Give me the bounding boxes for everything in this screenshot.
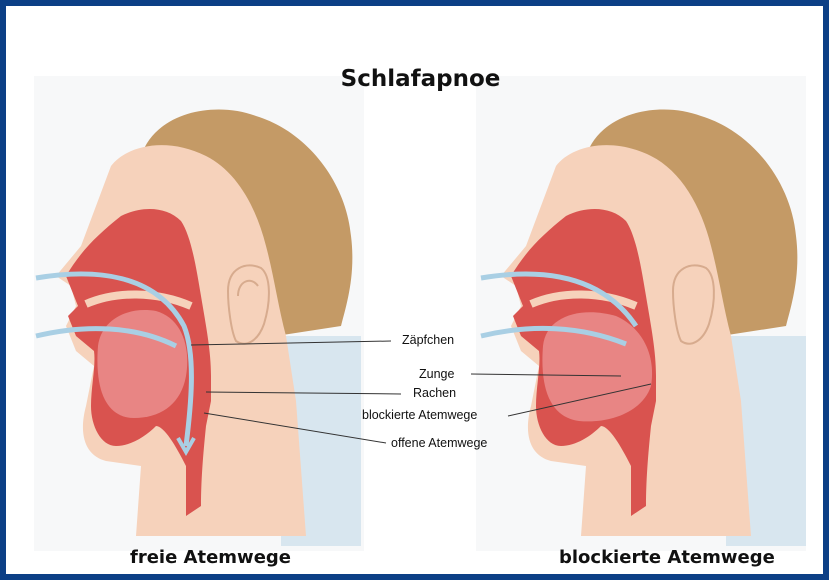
illustration-canvas [6, 6, 829, 586]
label-blocked-airway: blockierte Atemwege [362, 408, 477, 422]
caption-right: blockierte Atemwege [559, 547, 775, 568]
caption-left: freie Atemwege [130, 547, 291, 568]
label-pharynx: Rachen [413, 386, 456, 400]
label-uvula: Zäpfchen [402, 333, 454, 347]
label-open-airway: offene Atemwege [391, 436, 487, 450]
diagram-title: Schlafapnoe [6, 66, 829, 92]
tongue [97, 310, 187, 418]
label-tongue: Zunge [419, 367, 454, 381]
